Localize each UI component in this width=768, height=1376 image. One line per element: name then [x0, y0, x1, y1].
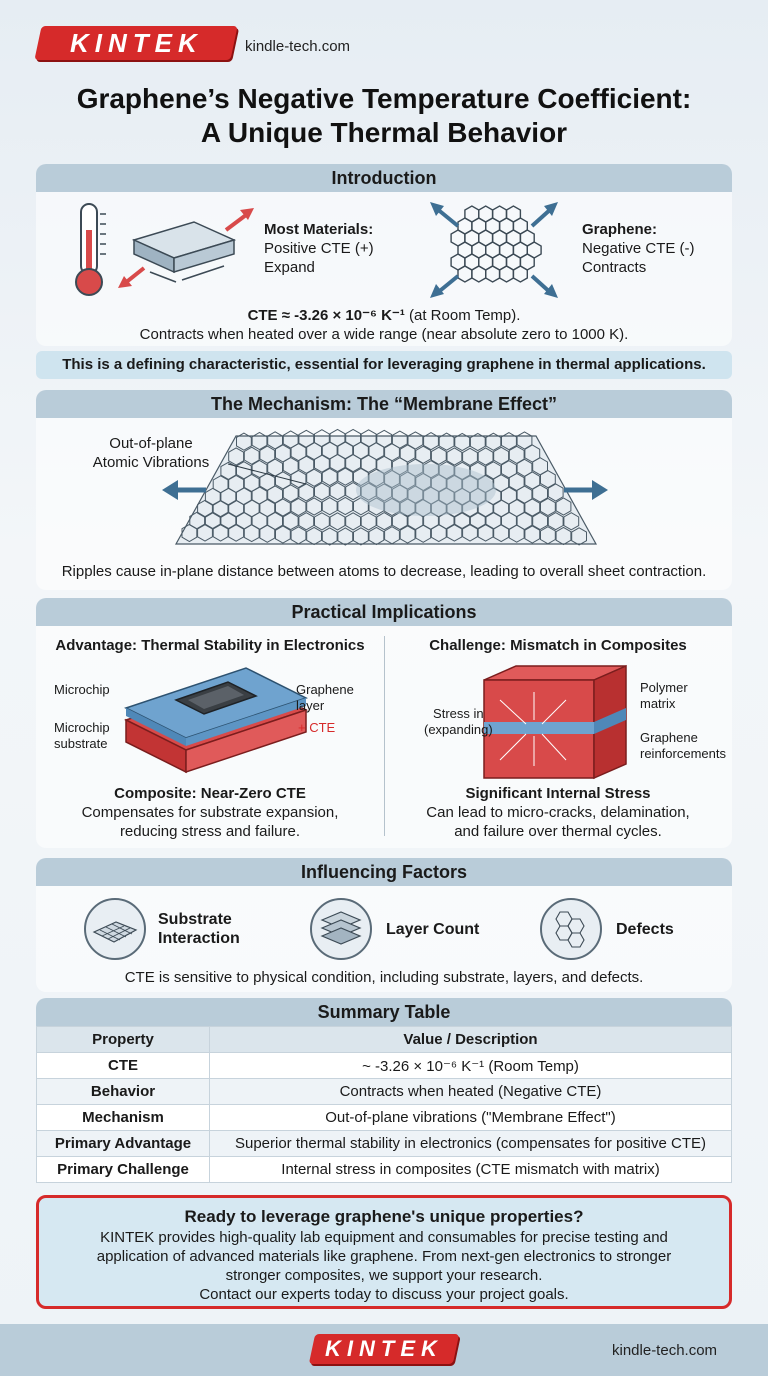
expanding-slab-icon	[118, 208, 254, 288]
implications-divider	[384, 636, 385, 836]
implications-section: Practical Implications Advantage: Therma…	[36, 598, 732, 848]
contraction-arrow-left-icon	[162, 480, 206, 500]
most-materials-text: Most Materials: Positive CTE (+) Expand	[264, 221, 374, 276]
site-url[interactable]: kindle-tech.com	[245, 38, 351, 55]
stress-label: Stress in (expanding)	[424, 706, 493, 737]
mechanism-caption: Ripples cause in-plane distance between …	[61, 563, 707, 580]
layer-stack-icon	[310, 898, 372, 960]
cta-line-3: stronger composites, we support your res…	[225, 1267, 543, 1284]
introduction-section: Introduction Most Materials: Positive CT…	[36, 164, 732, 346]
table-cell-value: Out-of-plane vibrations ("Membrane Effec…	[209, 1104, 732, 1131]
rippled-graphene-sheet-icon	[174, 428, 598, 546]
factors-heading: Influencing Factors	[36, 858, 732, 886]
page-title: Graphene’s Negative Temperature Coeffici…	[0, 82, 768, 150]
factor-defects-label: Defects	[616, 921, 674, 938]
advantage-title: Advantage: Thermal Stability in Electron…	[55, 637, 365, 654]
kintek-logo[interactable]: KINTEK	[34, 26, 238, 60]
graphene-layer-label: Graphene layer	[296, 682, 354, 713]
cta-title: Ready to leverage graphene's unique prop…	[184, 1207, 584, 1226]
page-footer: KINTEK kindle-tech.com	[0, 1324, 768, 1376]
table-cell-value: Internal stress in composites (CTE misma…	[209, 1156, 732, 1183]
introduction-heading: Introduction	[36, 164, 732, 192]
composite-block-icon	[483, 664, 627, 780]
mechanism-section: The Mechanism: The “Membrane Effect” Out…	[36, 390, 732, 590]
polymer-label: Polymer matrix	[640, 680, 688, 711]
factor-substrate-label: Substrate Interaction	[158, 911, 240, 947]
defining-note: This is a defining characteristic, essen…	[36, 351, 732, 379]
defect-lattice-icon	[540, 898, 602, 960]
title-line-2: A Unique Thermal Behavior	[200, 117, 568, 148]
table-header-row: Property Value / Description	[36, 1026, 732, 1053]
footer-site-url[interactable]: kindle-tech.com	[612, 1342, 718, 1359]
microchip-icon	[124, 667, 308, 774]
challenge-title: Challenge: Mismatch in Composites	[429, 637, 687, 654]
composite-desc: Compensates for substrate expansion, red…	[81, 804, 339, 840]
microchip-label: Microchip	[54, 682, 110, 697]
cta-line-4[interactable]: Contact our experts today to discuss you…	[199, 1286, 569, 1303]
column-header-value: Value / Description	[209, 1026, 732, 1053]
cta-line-1: KINTEK provides high-quality lab equipme…	[100, 1229, 668, 1246]
mechanism-heading: The Mechanism: The “Membrane Effect”	[36, 390, 732, 418]
table-row: CTE~ -3.26 × 10⁻⁶ K⁻¹ (Room Temp)	[36, 1052, 732, 1079]
column-header-property: Property	[36, 1026, 210, 1053]
substrate-label: Microchip substrate	[54, 720, 110, 751]
footer-kintek-logo[interactable]: KINTEK	[308, 1334, 460, 1364]
table-cell-property: Behavior	[36, 1078, 210, 1105]
page-header: KINTEK kindle-tech.com	[0, 0, 768, 80]
table-cell-property: Primary Challenge	[36, 1156, 210, 1183]
implications-heading: Practical Implications	[36, 598, 732, 626]
table-cell-property: CTE	[36, 1052, 210, 1079]
summary-heading: Summary Table	[36, 998, 732, 1026]
table-cell-property: Primary Advantage	[36, 1130, 210, 1157]
table-cell-value: Superior thermal stability in electronic…	[209, 1130, 732, 1157]
table-cell-value: ~ -3.26 × 10⁻⁶ K⁻¹ (Room Temp)	[209, 1052, 732, 1079]
composite-title: Composite: Near-Zero CTE	[114, 785, 306, 802]
call-to-action-box: Ready to leverage graphene's unique prop…	[36, 1195, 732, 1309]
contracts-line: Contracts when heated over a wide range …	[139, 326, 629, 343]
graphene-lattice-icon	[430, 202, 558, 298]
substrate-grid-icon	[84, 898, 146, 960]
cte-value-line: CTE ≈ -3.26 × 10⁻⁶ K⁻¹ (at Room Temp).	[247, 307, 521, 324]
factor-layer-count-label: Layer Count	[386, 921, 480, 938]
summary-table: Property Value / Description CTE~ -3.26 …	[36, 1026, 732, 1183]
internal-stress-title: Significant Internal Stress	[465, 785, 651, 802]
thermometer-icon	[75, 203, 106, 296]
contraction-arrow-right-icon	[564, 480, 608, 500]
table-cell-property: Mechanism	[36, 1104, 210, 1131]
vibration-label: Out-of-plane Atomic Vibrations	[92, 435, 210, 471]
internal-stress-desc: Can lead to micro-cracks, delamination, …	[426, 804, 690, 840]
reinforcement-label: Graphene reinforcements	[640, 730, 726, 761]
cta-line-2: application of advanced materials like g…	[96, 1248, 672, 1265]
factors-caption: CTE is sensitive to physical condition, …	[124, 969, 644, 986]
graphene-text: Graphene: Negative CTE (-) Contracts	[582, 221, 695, 276]
positive-cte-label: + CTE	[298, 720, 336, 735]
factors-section: Influencing Factors Substrate Interactio…	[36, 858, 732, 992]
table-cell-value: Contracts when heated (Negative CTE)	[209, 1078, 732, 1105]
title-line-1: Graphene’s Negative Temperature Coeffici…	[76, 83, 692, 114]
